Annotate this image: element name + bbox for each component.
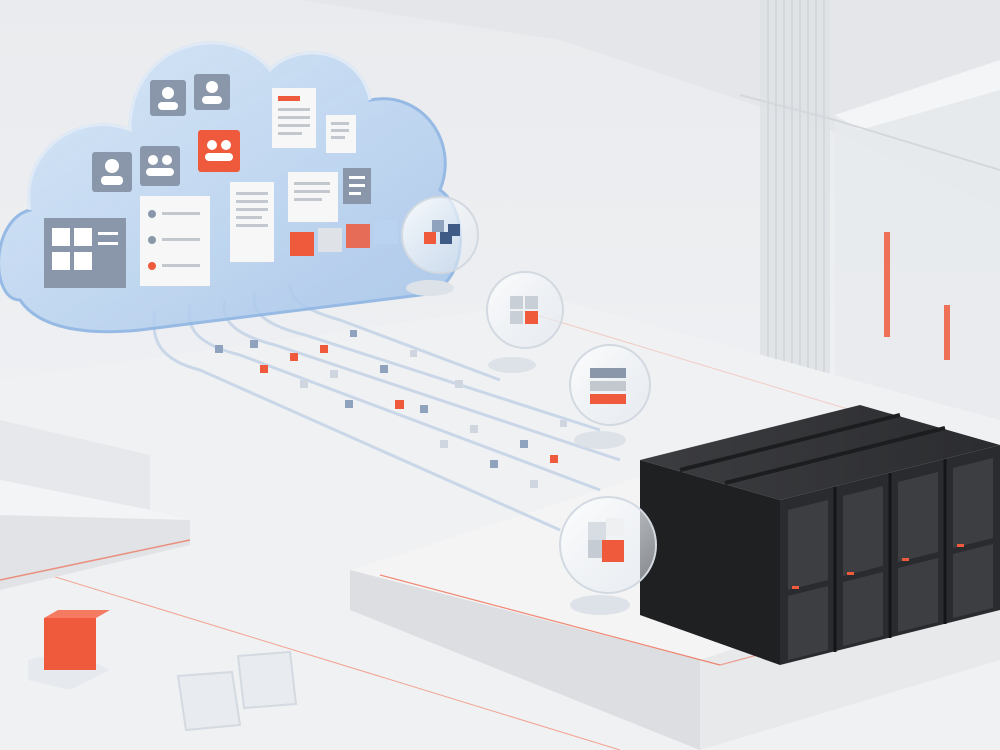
- document-icon: [326, 115, 356, 153]
- group-icon: [198, 130, 240, 172]
- floor-cubes: [28, 610, 298, 732]
- group-icon: [140, 146, 180, 186]
- grid-app-icon: [44, 218, 126, 288]
- server-rack-icon: [559, 496, 657, 615]
- server-racks: [640, 405, 1000, 665]
- user-icon: [92, 152, 132, 192]
- user-icon: [150, 80, 186, 116]
- document-icon: [230, 182, 274, 262]
- cube-cluster-icon: [486, 271, 564, 373]
- stack-layers-icon: [569, 344, 651, 449]
- user-icon: [194, 74, 230, 110]
- cube-cluster-icon: [401, 196, 479, 296]
- server-status-leds: [792, 544, 964, 589]
- document-icon: [272, 88, 316, 148]
- list-icon: [140, 196, 210, 286]
- cloud: [0, 41, 462, 334]
- color-tiles: [290, 220, 398, 256]
- document-icon: [288, 172, 338, 222]
- back-wall: [300, 0, 1000, 420]
- list-icon: [343, 168, 371, 204]
- data-packets: [215, 330, 567, 488]
- server-grilles: [788, 458, 993, 660]
